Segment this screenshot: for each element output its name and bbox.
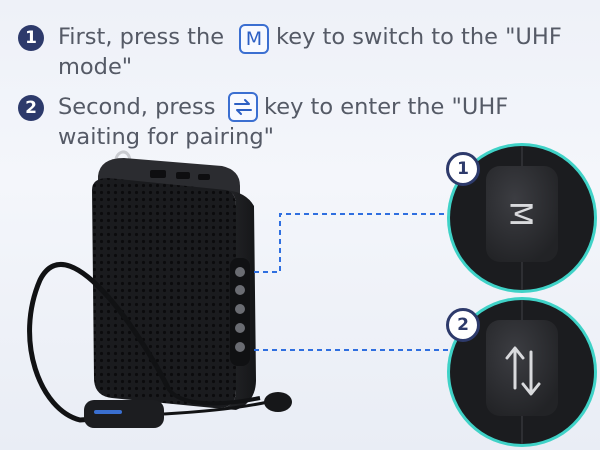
step-1-text-before: First, press the xyxy=(58,24,225,50)
m-button-label: M xyxy=(503,201,538,227)
callout-badge-2: 2 xyxy=(446,308,480,342)
wireless-transmitter xyxy=(84,400,164,428)
m-key-label: M xyxy=(245,28,263,50)
step-2-text-after: key to enter the "UHF xyxy=(264,94,509,120)
step-1-text-after: key to switch to the "UHF xyxy=(276,24,562,50)
microphone-head xyxy=(264,392,292,412)
connector-line-1 xyxy=(254,213,448,273)
m-button-closeup xyxy=(486,166,558,262)
zoom-callout-1: M xyxy=(447,143,597,293)
headset-cable xyxy=(27,261,171,423)
step-number-badge: 1 xyxy=(18,25,44,51)
step-number-badge: 2 xyxy=(18,95,44,121)
volume-down-icon xyxy=(235,285,245,295)
play-pause-icon xyxy=(235,323,245,333)
swap-button-icon xyxy=(235,342,245,352)
step-2-text-before: Second, press xyxy=(58,94,216,120)
step-2: 2 Second, press key to enter the "UHF wa… xyxy=(18,92,598,152)
callout-badge-1: 1 xyxy=(446,152,480,186)
m-key-icon: M xyxy=(239,24,269,54)
swap-button-closeup xyxy=(486,320,558,416)
speaker-grille xyxy=(92,178,236,409)
swap-arrows-icon xyxy=(228,92,258,122)
swap-arrows-icon xyxy=(505,346,541,396)
step-1-text-line2: mode" xyxy=(58,54,133,80)
m-button-icon xyxy=(235,267,245,277)
volume-up-icon xyxy=(235,304,245,314)
step-2-text-line2: waiting for pairing" xyxy=(58,124,275,150)
step-1: 1 First, press the M key to switch to th… xyxy=(18,22,598,82)
